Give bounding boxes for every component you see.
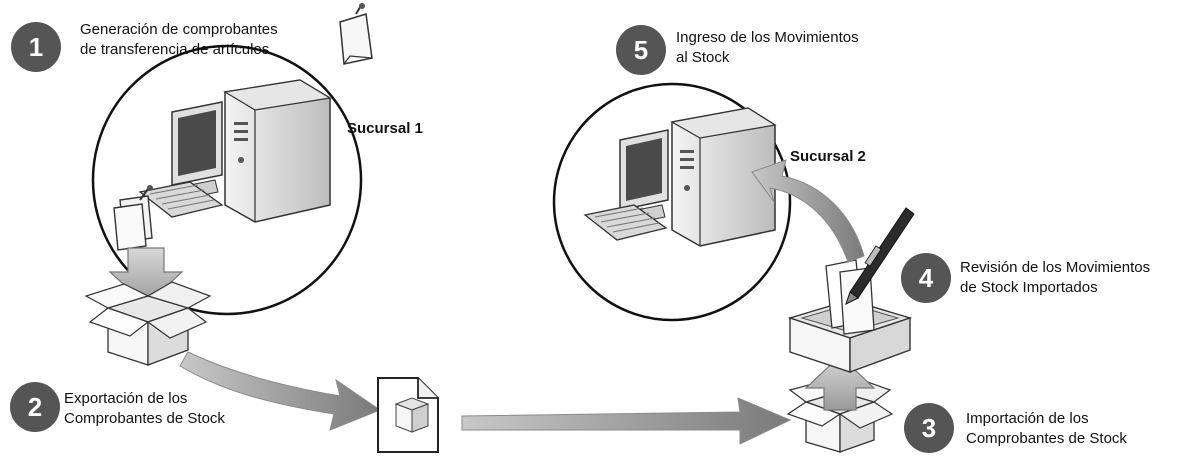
step-4-badge: 4 [901,253,951,303]
step-4-number: 4 [919,263,934,293]
step-1-badge: 1 [11,22,61,72]
branch2-label: Sucursal 2 [790,148,866,165]
step-2-line1: Exportación de los [64,390,188,407]
review-tray-icon [787,259,913,374]
ingress-arrow [751,159,865,263]
transfer-arrow [461,397,792,445]
step-4-line1: Revisión de los Movimientos [960,259,1151,276]
pen-icon [845,207,915,305]
export-arrow [179,351,382,431]
step-1-line1: Generación de comprobantes [80,21,278,38]
step-5-number: 5 [634,35,648,65]
up-arrow-icon [804,355,876,411]
step-3-number: 3 [922,413,936,443]
branch2-computer-icon [583,107,777,247]
step-4-label: Revisión de los Movimientos de Stock Imp… [960,258,1150,298]
step-3-badge: 3 [904,403,954,453]
branch1-computer-icon [138,79,332,223]
open-box-icon [84,281,212,366]
branch1-label: Sucursal 1 [347,120,423,137]
step-5-line1: Ingreso de los Movimientos [676,29,859,46]
step-2-line2: Comprobantes de Stock [64,410,225,427]
step-2-label: Exportación de los Comprobantes de Stock [64,389,225,429]
step-2-badge: 2 [10,382,60,432]
step-1-line2: de transferencia de artículos [80,41,270,58]
step-1-label: Generación de comprobantes de transferen… [80,20,278,60]
step-3-label: Importación de los Comprobantes de Stock [966,409,1127,449]
file-package-icon [377,377,439,453]
step-3-line1: Importación de los [966,410,1089,427]
step-2-number: 2 [28,392,42,422]
note-pin-icon [339,3,373,65]
step-5-badge: 5 [616,25,666,75]
step-3-line2: Comprobantes de Stock [966,430,1127,447]
step-5-line2: al Stock [676,49,730,66]
step-4-line2: de Stock Importados [960,279,1098,296]
step-1-number: 1 [29,32,43,62]
documents-icon [113,185,153,251]
step-5-label: Ingreso de los Movimientos al Stock [676,28,859,68]
